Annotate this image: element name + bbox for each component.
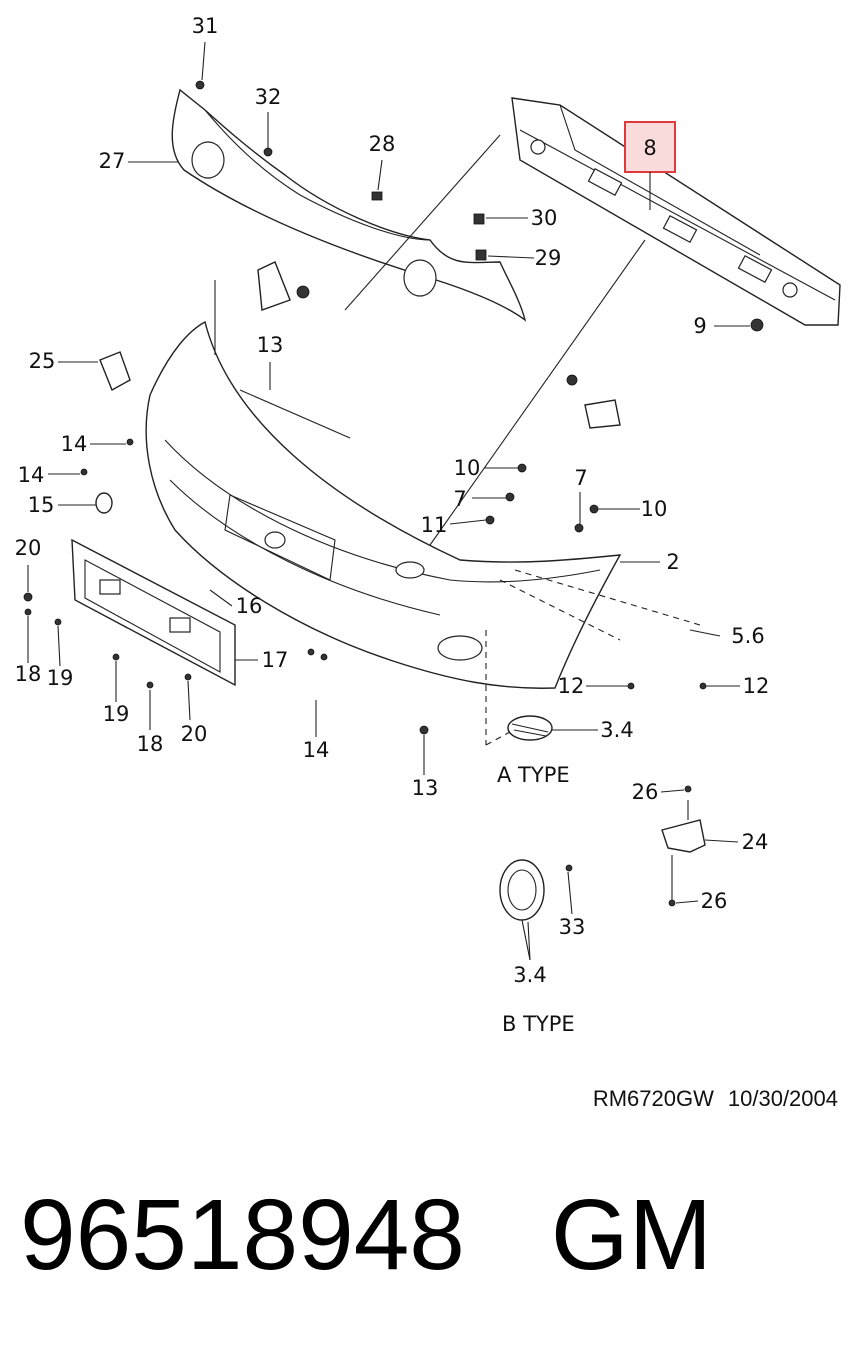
- fog-cover-b-part-3-4: [499, 859, 545, 961]
- callout-26b[interactable]: 26: [701, 889, 728, 913]
- callout-10a[interactable]: 10: [454, 456, 481, 480]
- callout-5-6[interactable]: 5.6: [731, 624, 764, 648]
- callout-12b[interactable]: 12: [743, 674, 770, 698]
- callout-3-4a[interactable]: 3.4: [600, 718, 633, 742]
- callout-17[interactable]: 17: [262, 648, 289, 672]
- callout-14c[interactable]: 14: [303, 738, 330, 762]
- bracket-upper-left: [257, 261, 291, 311]
- callout-16[interactable]: 16: [236, 594, 263, 618]
- fog-cover-a-part-3-4: [507, 715, 553, 741]
- callout-18b[interactable]: 18: [137, 732, 164, 756]
- callout-28[interactable]: 28: [369, 132, 396, 156]
- callout-13a[interactable]: 13: [257, 333, 284, 357]
- callout-30[interactable]: 30: [531, 206, 558, 230]
- callout-11[interactable]: 11: [421, 513, 448, 537]
- callout-19b[interactable]: 19: [103, 702, 130, 726]
- callout-2[interactable]: 2: [666, 550, 679, 574]
- drawing-date: 10/30/2004: [727, 1086, 838, 1111]
- callout-29[interactable]: 29: [535, 246, 562, 270]
- bumper-cover-part-2: [145, 320, 622, 689]
- callout-19a[interactable]: 19: [47, 666, 74, 690]
- cap-part-15: [95, 492, 113, 514]
- license-bracket-part-17: [71, 538, 236, 687]
- callout-20a[interactable]: 20: [15, 536, 42, 560]
- upper-absorber-part-27: [171, 88, 527, 322]
- bracket-upper-right: [584, 399, 621, 429]
- callout-15[interactable]: 15: [28, 493, 55, 517]
- callout-12a[interactable]: 12: [558, 674, 585, 698]
- callout-3-4b[interactable]: 3.4: [513, 963, 546, 987]
- leader-lines: [27, 41, 750, 961]
- callout-24[interactable]: 24: [742, 830, 769, 854]
- part-number: 96518948: [20, 1179, 465, 1291]
- callout-20b[interactable]: 20: [181, 722, 208, 746]
- svg-text:8: 8: [643, 136, 656, 160]
- exploded-parts-diagram: 8: [15, 14, 841, 1036]
- callout-27[interactable]: 27: [99, 149, 126, 173]
- bracket-part-24: [661, 800, 706, 900]
- drawing-code: RM6720GW: [592, 1086, 714, 1111]
- callout-14a[interactable]: 14: [61, 432, 88, 456]
- callout-25[interactable]: 25: [29, 349, 56, 373]
- brand-name: GM: [550, 1179, 713, 1291]
- callout-33[interactable]: 33: [559, 915, 586, 939]
- callout-31[interactable]: 31: [192, 14, 219, 38]
- callout-labels: 31 32 28 27 30 29 9 25 13 14 14 15 10 7 7 10 11 2 20 16 5.6 1…: [15, 14, 770, 987]
- callout-13b[interactable]: 13: [412, 776, 439, 800]
- drawing-reference: RM6720GW 10/30/2004: [0, 1086, 838, 1112]
- callout-18a[interactable]: 18: [15, 662, 42, 686]
- callout-7b[interactable]: 7: [574, 466, 587, 490]
- callout-10b[interactable]: 10: [641, 497, 668, 521]
- callout-32[interactable]: 32: [255, 85, 282, 109]
- highlighted-callout-8[interactable]: 8: [624, 121, 676, 210]
- callout-14b[interactable]: 14: [18, 463, 45, 487]
- bracket-part-25: [99, 351, 131, 391]
- callout-26a[interactable]: 26: [632, 780, 659, 804]
- callout-9[interactable]: 9: [693, 314, 706, 338]
- reinforcement-beam-part-8: [511, 97, 841, 326]
- variant-b-caption: B TYPE: [502, 1012, 575, 1036]
- callout-7a[interactable]: 7: [453, 487, 466, 511]
- fasteners: [23, 80, 764, 907]
- variant-a-caption: A TYPE: [497, 763, 570, 787]
